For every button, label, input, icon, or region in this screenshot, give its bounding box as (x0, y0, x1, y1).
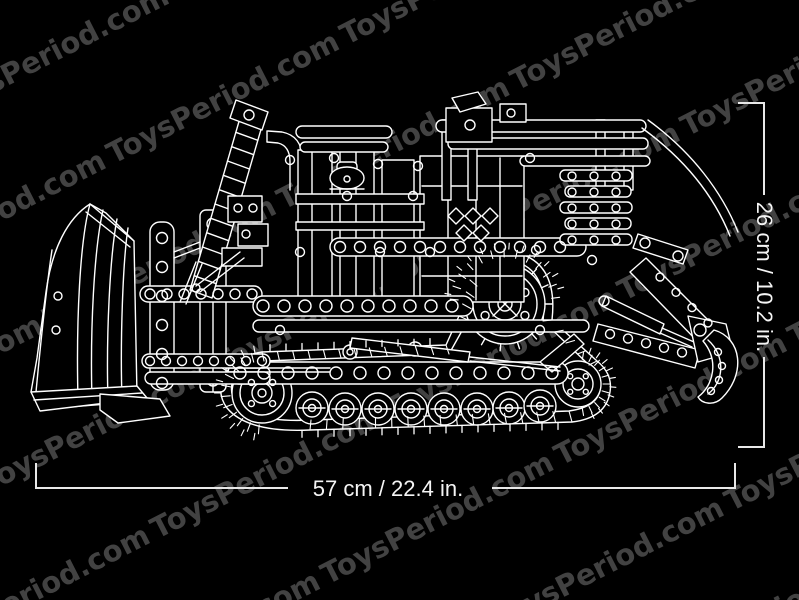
ripper (592, 233, 739, 404)
road-wheels (295, 389, 557, 426)
valve-cluster (191, 130, 303, 293)
height-dimension: 26 cm / 10.2 in. (738, 102, 777, 448)
height-dimension-label: 26 cm / 10.2 in. (752, 202, 777, 352)
blade (30, 203, 171, 424)
body-structure (252, 125, 590, 333)
width-dimension-label: 57 cm / 22.4 in. (313, 476, 463, 501)
dome-piece (329, 161, 365, 190)
exhaust (445, 91, 527, 143)
blade-mast (139, 209, 271, 393)
generated-details (144, 152, 713, 441)
lattice-panel (447, 207, 499, 242)
width-dimension: 57 cm / 22.4 in. (35, 463, 736, 501)
